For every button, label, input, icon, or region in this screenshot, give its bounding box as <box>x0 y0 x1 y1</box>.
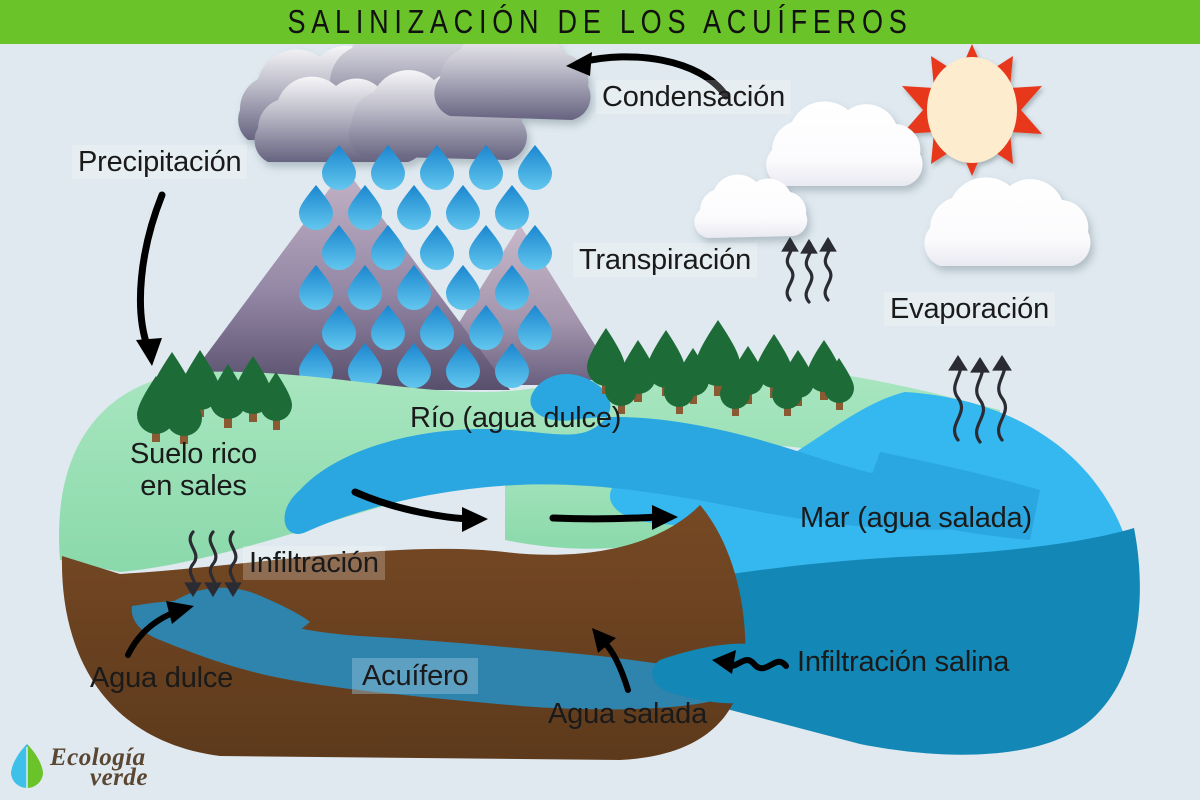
label-agua-salada: Agua salada <box>548 698 708 730</box>
tree <box>720 364 750 416</box>
raindrop-group <box>299 145 552 388</box>
label-suelo-line-1: Suelo rico <box>130 438 257 470</box>
river-flow-arrow-1 <box>351 488 488 532</box>
sun-icon <box>902 44 1042 176</box>
tree <box>210 364 246 428</box>
page-title: SALINIZACIÓN DE LOS ACUÍFEROS <box>287 3 913 40</box>
tree <box>137 376 175 442</box>
evaporation-squiggles <box>948 355 1012 444</box>
tree-group-left <box>137 350 292 444</box>
white-cloud-2 <box>694 174 808 238</box>
aquifer-channel <box>173 587 310 640</box>
river <box>284 374 981 534</box>
label-transpiracion: Transpiración <box>573 243 758 278</box>
label-suelo-rico-en-sales: Suelo rico en sales <box>130 438 257 503</box>
title-banner: SALINIZACIÓN DE LOS ACUÍFEROS <box>0 0 1200 44</box>
tree <box>824 358 854 410</box>
label-suelo-line-2: en sales <box>140 470 247 503</box>
leaf-icon <box>11 744 43 789</box>
label-evaporacion: Evaporación <box>884 292 1056 327</box>
tree <box>166 382 202 444</box>
precipitation-arrow <box>136 191 166 366</box>
logo-word-verde: verde <box>90 764 149 791</box>
vapor-squiggle-group <box>184 236 1012 598</box>
label-infiltracion-salina: Infiltración salina <box>797 646 1010 678</box>
white-cloud-1 <box>766 101 923 186</box>
label-condensacion: Condensación <box>596 80 792 115</box>
storm-cloud-group <box>238 20 591 162</box>
tree <box>664 362 694 414</box>
tree <box>260 372 292 430</box>
label-mar: Mar (agua salada) <box>800 502 1032 534</box>
label-infiltracion: Infiltración <box>243 546 385 581</box>
white-cloud-3 <box>924 177 1091 266</box>
condensation-arrow <box>566 52 730 100</box>
freshwater-arrow <box>125 601 194 658</box>
tree <box>696 320 740 396</box>
river-mouth <box>860 452 1040 540</box>
river-flow-arrow-2 <box>549 505 678 530</box>
saline-intrusion-arrow <box>712 650 789 674</box>
tree <box>772 364 802 416</box>
label-rio: Río (agua dulce) <box>410 402 622 434</box>
white-cloud-group <box>694 101 1091 266</box>
label-precipitacion: Precipitación <box>72 145 248 180</box>
label-agua-dulce: Agua dulce <box>90 662 234 694</box>
logo-wordmark: Ecología verde <box>50 742 200 791</box>
saltwater-arrow <box>592 628 631 693</box>
logo-word-ecologia: Ecología <box>50 744 146 771</box>
tree <box>605 358 637 414</box>
transpiration-squiggles <box>781 236 837 304</box>
infiltration-squiggles <box>184 530 242 598</box>
brand-logo[interactable]: Ecología verde <box>10 742 200 791</box>
arrow-group <box>125 52 789 693</box>
tree-group-right <box>587 320 854 416</box>
label-acuifero: Acuífero <box>352 658 479 695</box>
